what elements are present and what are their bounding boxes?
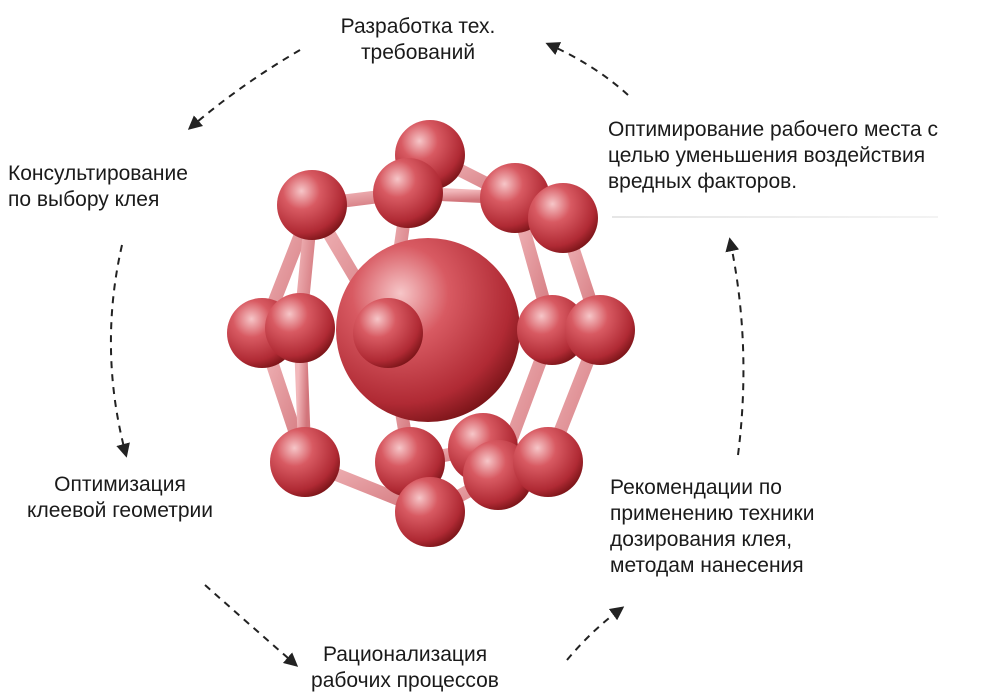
label-line: Оптимирование рабочего места с	[608, 118, 938, 141]
arrow-to-process	[204, 584, 299, 667]
label-line: Разработка тех.	[340, 15, 496, 38]
molecule-sphere	[565, 295, 635, 365]
molecule-sphere	[353, 298, 423, 368]
label-line: дозирования клея,	[610, 528, 793, 551]
molecule-sphere	[373, 158, 443, 228]
label-dispensing-recommendations: Рекомендации по применению техники дозир…	[610, 475, 814, 579]
label-line: методам нанесения	[610, 554, 804, 577]
arrow-to-tech-requirements	[545, 42, 629, 96]
molecule-core-sphere	[336, 238, 520, 422]
label-line: Оптимизация	[54, 473, 186, 496]
label-line: рабочих процессов	[311, 669, 499, 692]
label-process-rationalization: Рационализация рабочих процессов	[300, 642, 510, 694]
label-workplace-optimization: Оптимирование рабочего места с целью уме…	[608, 117, 938, 195]
label-adhesive-consulting: Консультирование по выбору клея	[8, 161, 188, 213]
molecule-sphere	[528, 183, 598, 253]
molecule-sphere	[395, 477, 465, 547]
molecule-sphere	[517, 295, 587, 365]
label-line: Рекомендации по	[610, 476, 782, 499]
faint-divider	[612, 216, 938, 218]
molecule-sphere	[277, 170, 347, 240]
arrow-to-dispensing	[566, 606, 625, 661]
arrow-to-geometry	[109, 244, 130, 458]
label-line: по выбору клея	[8, 188, 160, 211]
label-geometry-optimization: Оптимизация клеевой геометрии	[10, 472, 230, 524]
label-line: Рационализация	[322, 643, 488, 666]
arrow-to-consulting	[187, 49, 301, 130]
molecule-sphere	[270, 427, 340, 497]
arrow-to-workplace	[725, 237, 745, 456]
molecule-sphere	[513, 427, 583, 497]
molecule-sphere	[265, 293, 335, 363]
label-line: требований	[360, 41, 476, 64]
label-line: клеевой геометрии	[27, 499, 213, 522]
label-line: целью уменьшения воздействия	[608, 144, 926, 167]
label-line: применению техники	[610, 502, 815, 525]
label-line: вредных факторов.	[608, 170, 798, 193]
label-tech-requirements: Разработка тех. требований	[318, 14, 518, 66]
label-line: Консультирование	[8, 162, 188, 185]
